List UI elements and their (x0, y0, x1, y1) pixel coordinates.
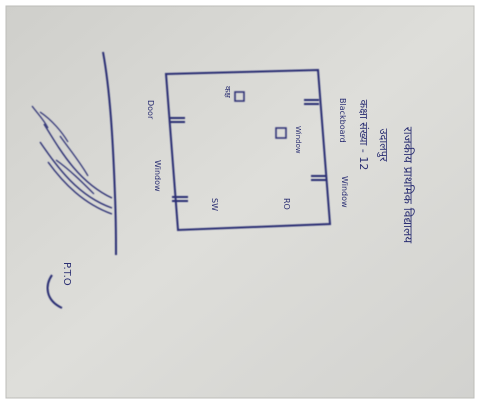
signature-label: P.T.O (61, 262, 72, 286)
sw-label-wrap: SW (210, 198, 219, 211)
title-block-2: उदालपुर (377, 129, 390, 162)
ro-label: RO (282, 198, 291, 210)
tree-trunk (102, 51, 117, 256)
window-top-label-wrap: Window (294, 126, 302, 154)
blackboard-label-wrap: Blackboard (338, 98, 347, 143)
signature-wrap: P.T.O (61, 262, 72, 286)
ro-label-wrap: RO (282, 198, 291, 210)
title-line-1: राजकीय प्राथमिक विद्यालय (401, 127, 415, 245)
symbol-square-center (275, 127, 287, 139)
window-right-label: Window (340, 176, 349, 208)
title-line-2: उदालपुर (377, 129, 390, 162)
window-right-label-wrap: Window (340, 176, 349, 208)
room-label-top-wrap: कक्ष (223, 86, 232, 98)
title-block: राजकीय प्राथमिक विद्यालय (401, 127, 415, 245)
room-label-top: कक्ष (223, 86, 232, 98)
window-bottom-label-wrap: Window (153, 160, 162, 192)
door-label-wrap: Door (146, 100, 155, 120)
sw-label: SW (210, 198, 219, 211)
tree-sketch (31, 51, 117, 256)
title-block-3: कक्षा संख्या - 12 (357, 100, 370, 171)
window-top-label: Window (294, 126, 302, 154)
symbol-square-top (234, 91, 245, 102)
blackboard-label: Blackboard (338, 98, 347, 143)
paper-border (5, 5, 475, 399)
signature-scribble (46, 274, 63, 309)
window-bottom-label: Window (153, 160, 162, 192)
door-label: Door (146, 100, 155, 120)
title-line-3: कक्षा संख्या - 12 (357, 100, 370, 171)
room-sketch (164, 68, 332, 232)
room-outline (164, 68, 332, 232)
